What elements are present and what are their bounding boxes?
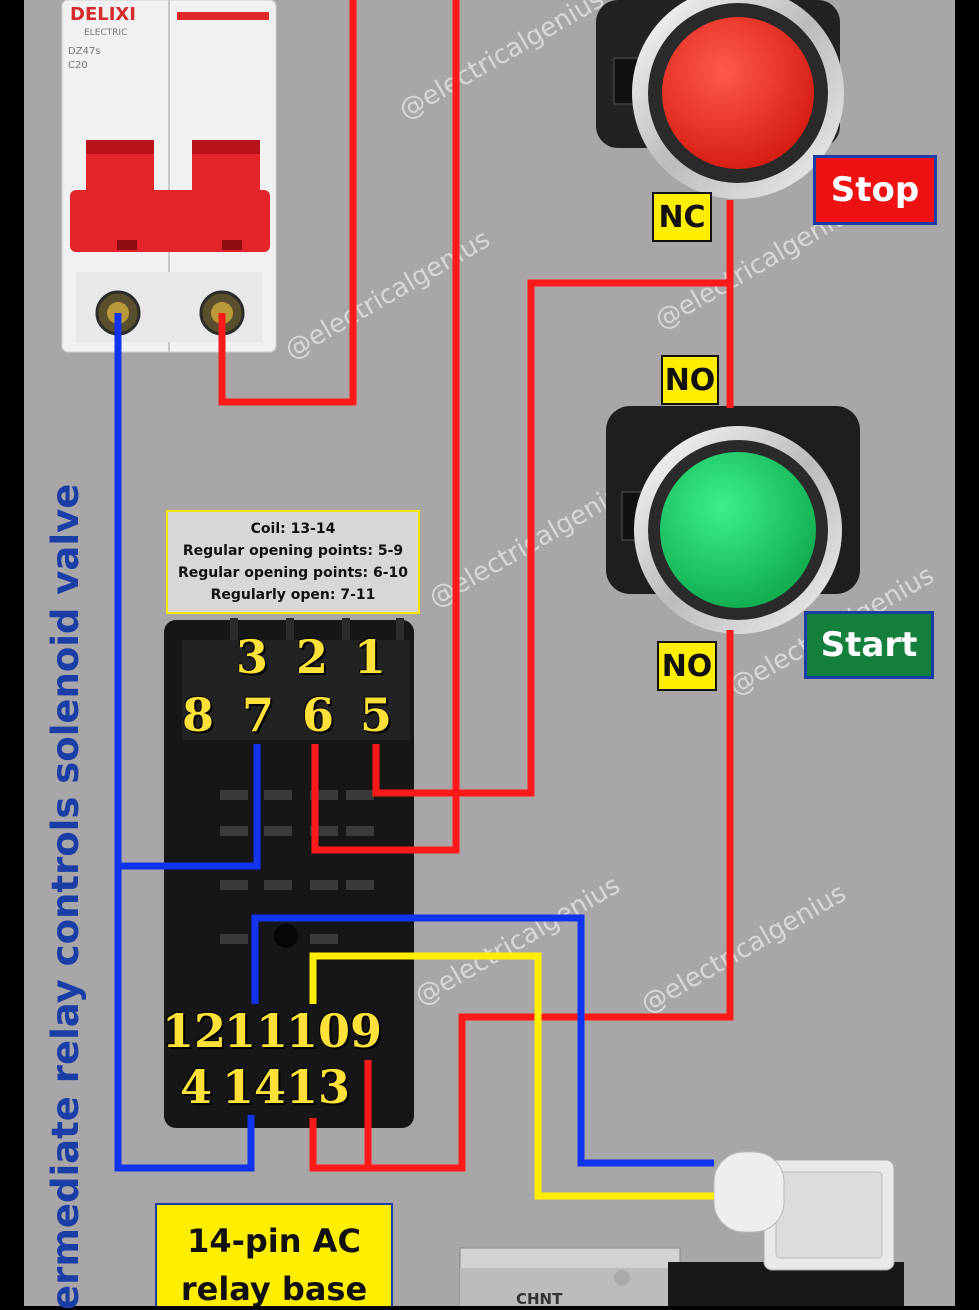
red-wire-start-to-9 [364, 630, 734, 1172]
no-terminal-label-bottom: NO [657, 641, 717, 691]
blue-wire-11-valve [251, 914, 714, 1167]
solenoid-valve [459, 1151, 904, 1306]
circuit-drawing [61, 0, 904, 1306]
start-pushbutton [606, 406, 860, 634]
nc-terminal-label: NC [652, 192, 712, 242]
pin-11: 11 [224, 1004, 289, 1058]
red-wire-13 [309, 1118, 368, 1172]
note-line: Regular opening points: 6-10 [178, 565, 408, 581]
breaker-rating: C20 [68, 60, 88, 71]
blue-wire-neutral [114, 313, 255, 1172]
relay-base-label: 14-pin AC relay base [155, 1203, 393, 1306]
start-label: Start [804, 611, 934, 679]
circuit-breaker [61, 0, 277, 353]
pin-12: 12 [162, 1004, 227, 1058]
pin-4: 4 [180, 1060, 213, 1114]
pin-8: 8 [182, 688, 215, 742]
relay-base-label-line1: 14-pin AC [187, 1222, 361, 1260]
pin-2: 2 [296, 630, 329, 684]
stop-label: Stop [813, 155, 937, 225]
diagram-title: ermediate relay controls solenoid valve [44, 483, 87, 1310]
breaker-model: DZ47s [68, 46, 101, 57]
relay-base-label-line2: relay base [180, 1270, 368, 1306]
breaker-brand: DELIXI [70, 4, 136, 25]
pin-14: 14 [222, 1060, 287, 1114]
red-wire-supply [218, 0, 357, 406]
pin-13: 13 [286, 1060, 351, 1114]
red-wire-stop-to-5 [372, 200, 734, 797]
blue-wire-7 [118, 744, 261, 870]
note-line: Regularly open: 7-11 [210, 587, 376, 603]
red-wire-riser [311, 0, 460, 854]
relay-base [164, 618, 414, 1128]
pin-3: 3 [236, 630, 269, 684]
no-terminal-label-top: NO [661, 355, 719, 405]
pin-9: 9 [350, 1004, 383, 1058]
valve-brand: CHNT [516, 1290, 563, 1306]
pin-6: 6 [302, 688, 335, 742]
pin-5: 5 [360, 688, 393, 742]
pin-1: 1 [354, 630, 387, 684]
pin-7: 7 [242, 688, 275, 742]
pin-10: 10 [286, 1004, 351, 1058]
note-line: Coil: 13-14 [250, 521, 336, 537]
yellow-wire-10-valve [309, 952, 714, 1200]
diagram-panel: @electricalgenius @electricalgenius @ele… [24, 0, 955, 1306]
note-line: Regular opening points: 5-9 [182, 543, 404, 559]
pin-function-note: Coil: 13-14 Regular opening points: 5-9 … [166, 510, 420, 614]
stop-pushbutton [596, 0, 844, 199]
breaker-sub: ELECTRIC [84, 28, 128, 38]
wires [114, 0, 734, 1200]
